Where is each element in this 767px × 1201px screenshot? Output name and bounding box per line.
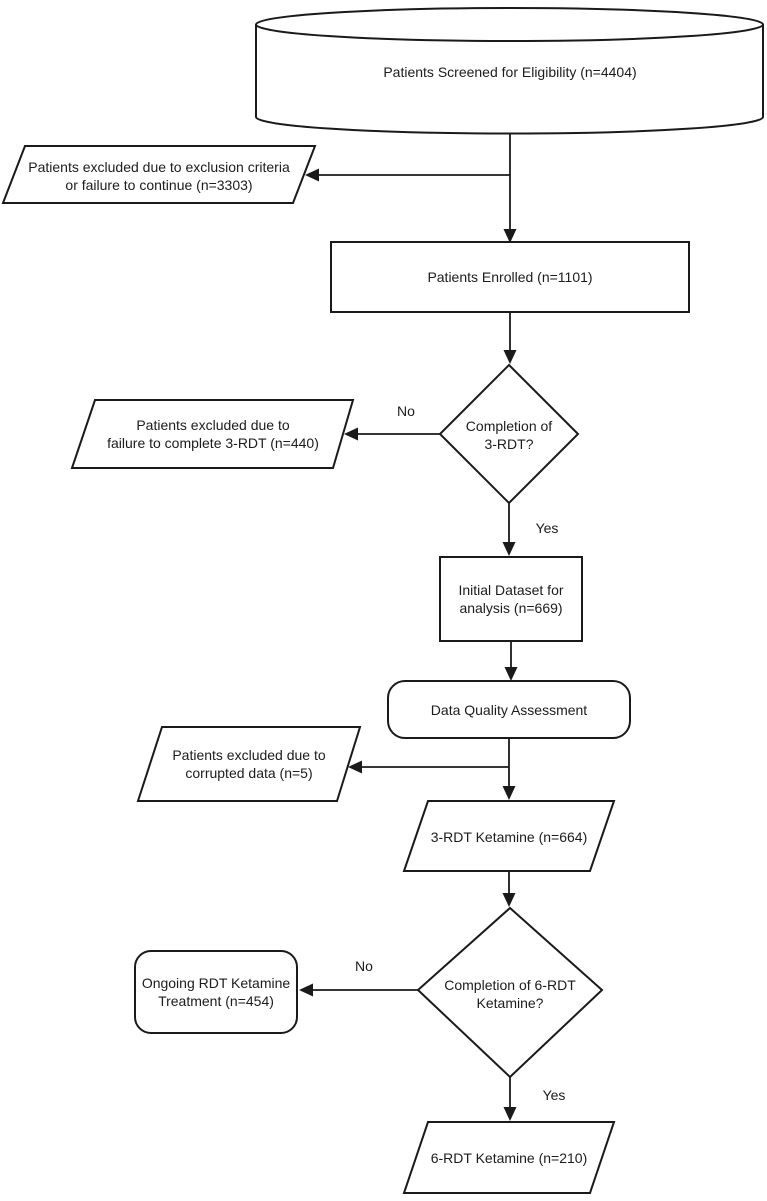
arrowhead-down-icon bbox=[503, 229, 517, 243]
label-ketamine-6rdt: 6-RDT Ketamine (n=210) bbox=[430, 1150, 588, 1166]
node-excluded-corrupted-parallelogram bbox=[136, 726, 362, 802]
edge-branch-to-excluded-screening bbox=[305, 168, 510, 182]
label-initial-dataset: Initial Dataset for analysis (n=669) bbox=[458, 582, 564, 616]
edge-ketamine-3rdt-to-completion-6rdt bbox=[502, 871, 516, 907]
label-screened: Patients Screened for Eligibility (n=440… bbox=[383, 64, 637, 80]
label-enrolled: Patients Enrolled (n=1101) bbox=[427, 269, 593, 285]
node-data-quality-rounded bbox=[387, 680, 631, 739]
arrowhead-down-icon bbox=[504, 667, 518, 681]
label-excluded-screening: Patients excluded due to exclusion crite… bbox=[28, 159, 290, 193]
edge-yes-to-ketamine-6rdt bbox=[503, 1077, 517, 1121]
label-completion-6rdt: Completion of 6-RDT Ketamine? bbox=[444, 977, 576, 1011]
label-data-quality: Data Quality Assessment bbox=[430, 702, 588, 718]
node-ketamine-3rdt-parallelogram bbox=[402, 800, 616, 872]
edge-no-to-ongoing-treatment bbox=[299, 983, 418, 997]
node-ongoing-treatment-rounded bbox=[134, 950, 298, 1034]
arrowhead-down-icon bbox=[503, 350, 517, 364]
edge-label-yes-6rdt: Yes bbox=[542, 1087, 566, 1103]
label-excluded-3rdt: Patients excluded due to failure to comp… bbox=[107, 417, 319, 451]
arrowhead-down-icon bbox=[502, 893, 516, 907]
node-excluded-screening-parallelogram bbox=[1, 145, 317, 204]
cylinder-body bbox=[255, 24, 764, 135]
cylinder-top bbox=[255, 7, 764, 42]
edge-enrolled-to-completion-3rdt bbox=[503, 312, 517, 364]
node-excluded-3rdt-parallelogram bbox=[70, 399, 355, 469]
node-ketamine-6rdt-parallelogram bbox=[402, 1121, 616, 1194]
arrowhead-down-icon bbox=[502, 542, 516, 556]
arrowhead-down-icon bbox=[503, 1107, 517, 1121]
node-initial-dataset-rect bbox=[439, 556, 583, 642]
label-excluded-corrupted: Patients excluded due to corrupted data … bbox=[172, 747, 326, 781]
arrowhead-left-icon bbox=[305, 168, 319, 182]
edge-label-no-3rdt: No bbox=[397, 403, 415, 419]
flow-nodes bbox=[1, 7, 764, 1194]
edge-branch-to-excluded-corrupted bbox=[348, 760, 509, 774]
label-ketamine-3rdt: 3-RDT Ketamine (n=664) bbox=[430, 829, 588, 845]
node-enrolled-rect bbox=[330, 241, 690, 313]
arrowhead-left-icon bbox=[348, 760, 362, 774]
edge-no-to-excluded-3rdt bbox=[344, 427, 440, 441]
node-screened-cylinder bbox=[255, 7, 764, 135]
label-completion-3rdt: Completion of 3-RDT? bbox=[465, 418, 553, 452]
edge-label-yes-3rdt: Yes bbox=[535, 520, 559, 536]
edge-screened-to-enrolled bbox=[503, 133, 517, 243]
edge-data-quality-to-ketamine-3rdt bbox=[502, 738, 516, 800]
edge-yes-to-initial-dataset bbox=[502, 503, 516, 556]
arrowhead-down-icon bbox=[502, 786, 516, 800]
edge-initial-dataset-to-data-quality bbox=[504, 641, 518, 681]
label-ongoing-treatment: Ongoing RDT Ketamine Treatment (n=454) bbox=[141, 975, 291, 1009]
flow-edges bbox=[299, 133, 518, 1121]
edge-label-no-6rdt: No bbox=[355, 958, 373, 974]
arrowhead-left-icon bbox=[344, 427, 358, 441]
node-completion-6rdt-diamond bbox=[416, 906, 604, 1079]
arrowhead-left-icon bbox=[299, 983, 313, 997]
node-completion-3rdt-diamond bbox=[438, 363, 580, 505]
